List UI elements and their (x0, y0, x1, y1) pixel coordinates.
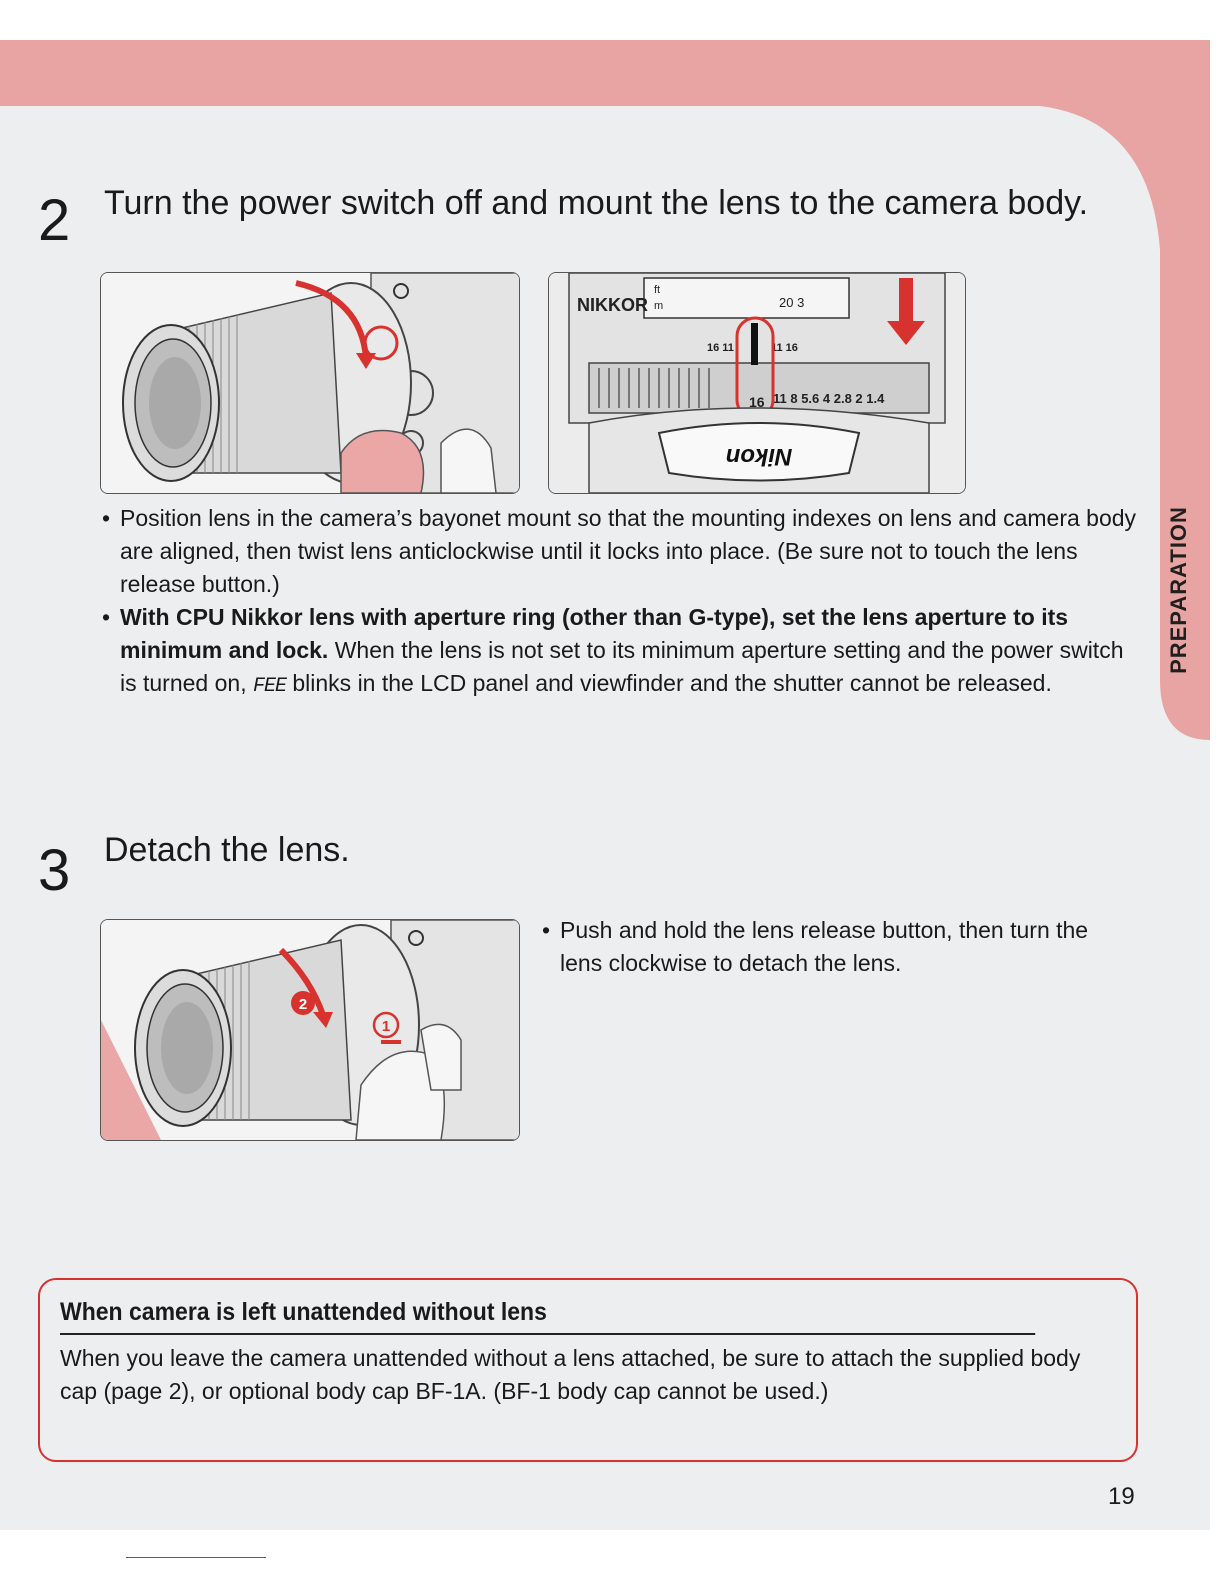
step-3-bullet-1-text: Push and hold the lens release button, t… (560, 917, 1089, 976)
step-2-bullet-2-text-b: blinks in the LCD panel and viewfinder a… (285, 670, 1052, 696)
step-2-title: Turn the power switch off and mount the … (104, 184, 1089, 222)
figure-mount-lens (100, 272, 520, 494)
step-2-bullets: Position lens in the camera’s bayonet mo… (100, 502, 1140, 703)
section-tab: PREPARATION (1148, 440, 1210, 740)
detach-lens-illustration: 2 1 (101, 920, 519, 1140)
distance-scale-text: 20 3 (779, 295, 804, 310)
aperture-ring-illustration: NIKKOR ft m 20 3 16 11 11 16 16 11 8 5.6… (549, 273, 965, 493)
step-3-title: Detach the lens. (104, 831, 350, 869)
step-marker-1: 1 (382, 1018, 390, 1035)
section-tab-label: PREPARATION (1166, 506, 1192, 674)
figure-aperture-lock: NIKKOR ft m 20 3 16 11 11 16 16 11 8 5.6… (548, 272, 966, 494)
note-text: When you leave the camera unattended wit… (60, 1345, 1081, 1404)
step-2-number: 2 (38, 188, 71, 253)
camera-brand-text: Nikon (726, 443, 793, 470)
footer-rule (126, 1557, 266, 1558)
mount-lens-illustration (101, 273, 519, 493)
step-3-number: 3 (38, 838, 71, 903)
dof-scale-right: 11 16 (771, 342, 798, 354)
aperture-min-value: 16 (749, 394, 765, 410)
page-number: 19 (1108, 1483, 1135, 1510)
aperture-scale-text: 11 8 5.6 4 2.8 2 1.4 (773, 391, 885, 406)
step-3-bullets: Push and hold the lens release button, t… (540, 914, 1120, 980)
lens-brand-text: NIKKOR (577, 295, 648, 315)
figure-detach-lens: 2 1 (100, 919, 520, 1141)
step-2-bullet-2: With CPU Nikkor lens with aperture ring … (100, 601, 1140, 703)
note-title: When camera is left unattended without l… (60, 1298, 1036, 1335)
step-2-bullet-2-text-a: When the lens is not set to its minimum … (120, 637, 1124, 696)
lcd-fee-indicator: FEE (252, 675, 287, 698)
unit-ft-label: ft (654, 284, 660, 296)
step-3-bullet-1: Push and hold the lens release button, t… (540, 914, 1120, 980)
unit-m-label: m (654, 300, 663, 312)
step-2-bullet-1-text: Position lens in the camera’s bayonet mo… (120, 505, 1137, 597)
caution-note-box: When camera is left unattended without l… (38, 1278, 1138, 1462)
step-2-bullet-2-bold: With CPU Nikkor lens with aperture ring … (120, 604, 1069, 663)
header-band (0, 40, 1210, 106)
step-marker-2: 2 (299, 996, 307, 1013)
dof-scale-left: 16 11 (707, 342, 734, 354)
step-2-bullet-1: Position lens in the camera’s bayonet mo… (100, 502, 1140, 601)
